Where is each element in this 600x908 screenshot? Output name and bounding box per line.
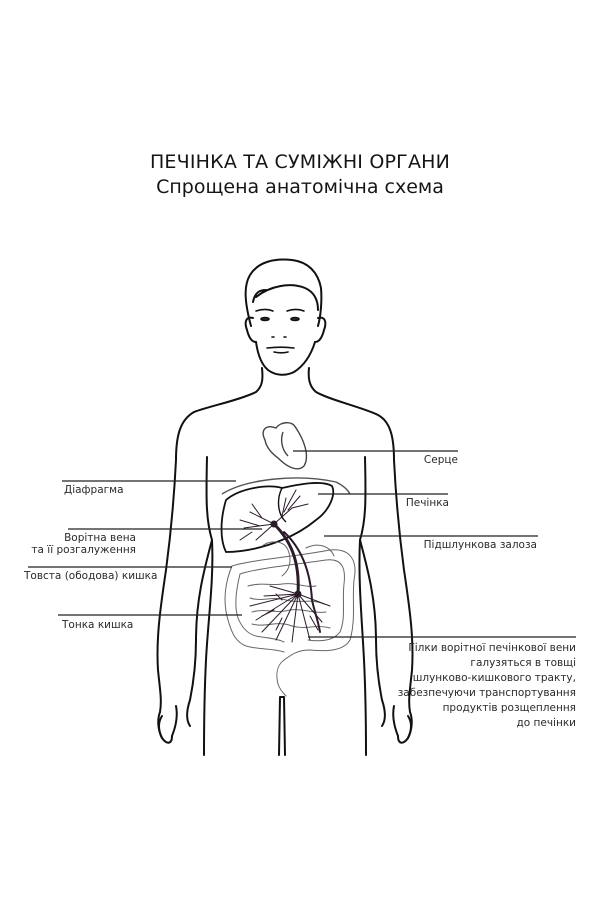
diagram-title: ПЕЧІНКА ТА СУМІЖНІ ОРГАНИ bbox=[149, 151, 451, 173]
label-pancreas: Підшлункова залоза bbox=[423, 539, 537, 551]
note-portal-vein-branches: Гілки ворітної печінкової вени галузятьс… bbox=[396, 641, 576, 731]
left-arm-inner bbox=[186, 456, 213, 727]
label-portal-vein-line1: Ворітна вена bbox=[64, 532, 136, 544]
liver-branches bbox=[239, 489, 309, 541]
note-line: до печінки bbox=[516, 717, 577, 729]
torso-right bbox=[358, 539, 367, 756]
title-block: ПЕЧІНКА ТА СУМІЖНІ ОРГАНИ Спрощена анато… bbox=[0, 150, 600, 199]
left-arm-outer bbox=[156, 411, 195, 744]
note-line: шлунково-кишкового тракту, bbox=[412, 672, 576, 684]
lower-lip bbox=[273, 351, 289, 354]
jaw bbox=[255, 341, 316, 376]
note-line: галузяться в товщі bbox=[470, 657, 576, 669]
torso-left bbox=[203, 539, 214, 756]
small-intestine-coils bbox=[247, 583, 331, 629]
diaphragm bbox=[221, 477, 351, 495]
label-liver: Печінка bbox=[405, 497, 449, 509]
label-diaphragm: Діафрагма bbox=[64, 484, 124, 496]
right-ear bbox=[314, 316, 327, 343]
portal-vein-trunk bbox=[272, 522, 300, 596]
neck-right bbox=[307, 367, 377, 415]
label-heart: Серце bbox=[423, 454, 458, 466]
head-outline bbox=[244, 258, 323, 327]
left-ear bbox=[244, 316, 257, 343]
mouth bbox=[266, 346, 295, 349]
right-arm-inner bbox=[359, 456, 386, 727]
intestine-branches bbox=[249, 585, 331, 643]
hair-line bbox=[252, 284, 319, 311]
label-colon: Товста (ободова) кишка bbox=[24, 570, 158, 582]
heart bbox=[262, 422, 308, 470]
duodenum bbox=[261, 541, 335, 577]
liver bbox=[220, 482, 335, 553]
label-small-intestine: Тонка кишка bbox=[62, 619, 134, 631]
label-portal-vein-line2: та її розгалуження bbox=[31, 544, 136, 556]
intestines bbox=[224, 541, 356, 697]
portal-vein-junction bbox=[294, 590, 302, 598]
left-eyebrow bbox=[255, 308, 274, 312]
right-eye bbox=[290, 316, 300, 322]
body-outline bbox=[156, 258, 414, 756]
liver-junction bbox=[270, 520, 278, 528]
colon-outer bbox=[224, 549, 356, 697]
portal-vein bbox=[239, 489, 331, 643]
right-hand bbox=[392, 705, 412, 739]
portal-vein-right bbox=[283, 531, 321, 633]
crotch bbox=[278, 696, 286, 756]
neck-left bbox=[193, 367, 264, 413]
note-line: Гілки ворітної печінкової вени bbox=[408, 642, 576, 654]
note-line: продуктів розщеплення bbox=[442, 702, 576, 714]
leader-lines bbox=[28, 450, 576, 638]
left-eye bbox=[260, 316, 270, 322]
right-eyebrow bbox=[286, 308, 305, 312]
face-details bbox=[255, 308, 305, 354]
left-hand bbox=[158, 705, 178, 739]
diagram-subtitle: Спрощена анатомічна схема bbox=[156, 176, 444, 198]
note-line: забезпечуючи транспортування bbox=[397, 687, 576, 699]
